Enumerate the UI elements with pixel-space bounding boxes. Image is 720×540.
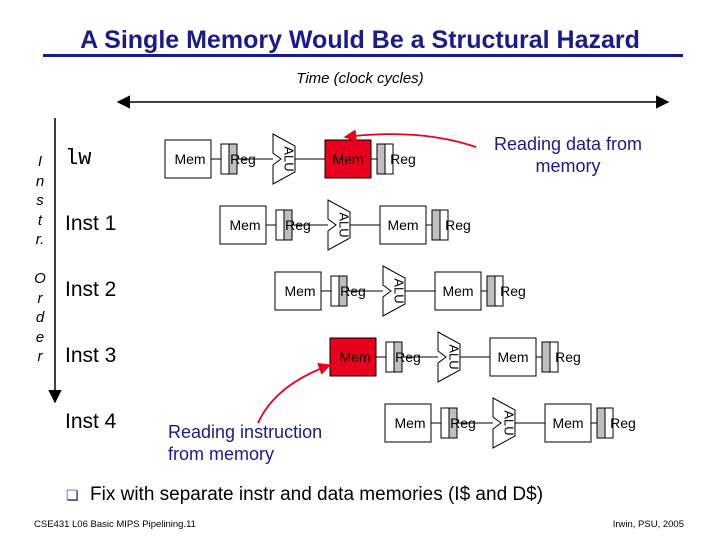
instruction-label: Inst 2 [65, 278, 117, 301]
instruction-label: Inst 4 [65, 410, 117, 433]
instruction-label: Inst 1 [65, 212, 117, 235]
regfile-write-half [275, 209, 285, 241]
instr-mem-label: Mem [394, 415, 425, 431]
alu-label: ALU [282, 146, 297, 171]
alu-shape [272, 133, 296, 185]
instr-mem-label: Mem [339, 349, 370, 365]
data-read-arrow [343, 129, 477, 148]
data-mem-box [489, 337, 537, 377]
footer-author: Irwin, PSU, 2005 [612, 519, 684, 530]
instr-order-letter: r [37, 348, 43, 365]
regfile-write-label: Reg [445, 217, 471, 233]
instr-order-letter: r [37, 289, 43, 307]
alu-shape [492, 397, 516, 449]
instr-mem-label: Mem [174, 151, 205, 167]
alu-label: ALU [447, 344, 462, 369]
regfile-read-half [439, 209, 449, 241]
data-mem-label: Mem [497, 349, 528, 365]
data-mem-box [434, 271, 482, 311]
regfile-write-half [385, 341, 395, 373]
bullet-text: Fix with separate instr and data memorie… [90, 484, 544, 505]
alu-label: ALU [337, 212, 352, 237]
instr-read-note: Reading instruction from memory [168, 422, 323, 464]
regfile-write-half [431, 209, 441, 241]
instr-order-letter: r. [35, 231, 45, 248]
instr-mem-label: Mem [229, 217, 260, 233]
data-mem-label: Mem [552, 415, 583, 431]
alu-label: ALU [392, 278, 407, 303]
regfile-write-half [440, 407, 450, 439]
data-mem-label: Mem [442, 283, 473, 299]
regfile-write-half [596, 407, 606, 439]
regfile-write-half [330, 275, 340, 307]
instr-read-arrow [257, 362, 332, 424]
regfile-write-label: Reg [555, 349, 581, 365]
instr-order-letter: d [35, 309, 45, 326]
alu-shape [327, 199, 351, 251]
alu-shape [382, 265, 406, 317]
regfile-write-half [376, 143, 386, 175]
data-read-note: Reading data from memory [493, 134, 643, 176]
instr-order-letter: I [37, 153, 43, 170]
regfile-write-half [220, 143, 230, 175]
regfile-write-label: Reg [610, 415, 636, 431]
square-bullet-icon: ❏ [66, 487, 79, 503]
instr-mem-label: Mem [284, 283, 315, 299]
regfile-write-label: Reg [390, 151, 416, 167]
data-mem-label: Mem [387, 217, 418, 233]
regfile-read-half [494, 275, 504, 307]
instr-mem-box [219, 205, 267, 245]
instr-order-letter: t [37, 211, 43, 229]
instr-order-letter: O [34, 270, 46, 287]
instruction-label: lw [65, 146, 92, 171]
instr-mem-box [274, 271, 322, 311]
instruction-label: Inst 3 [65, 344, 117, 367]
time-axis-label: Time (clock cycles) [296, 70, 424, 87]
alu-label: ALU [502, 410, 517, 435]
instr-mem-box [384, 403, 432, 443]
instr-order-letter: n [35, 172, 45, 190]
title-underline [43, 54, 683, 57]
regfile-read-half [549, 341, 559, 373]
instr-order-letter: e [35, 328, 45, 346]
instr-order-letter: s [36, 192, 44, 209]
slide-title: A Single Memory Would Be a Structural Ha… [80, 26, 640, 54]
footer-course: CSE431 L06 Basic MIPS Pipelining.11 [34, 519, 196, 530]
regfile-read-half [384, 143, 394, 175]
regfile-read-half [604, 407, 614, 439]
regfile-write-label: Reg [500, 283, 526, 299]
regfile-write-half [486, 275, 496, 307]
data-mem-label: Mem [332, 151, 363, 167]
alu-shape [437, 331, 461, 383]
regfile-write-half [541, 341, 551, 373]
data-mem-box [324, 139, 372, 179]
instr-mem-box [329, 337, 377, 377]
